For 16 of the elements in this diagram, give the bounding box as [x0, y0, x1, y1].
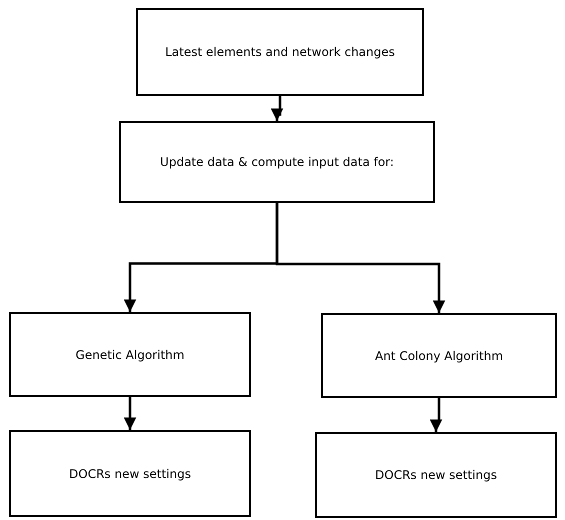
arrow: [430, 398, 442, 432]
process-box: [9, 430, 251, 517]
process-box: [321, 313, 557, 398]
box-label: Latest elements and network changes: [165, 45, 395, 59]
box-label: Genetic Algorithm: [76, 348, 184, 362]
box-label: Ant Colony Algorithm: [374, 348, 504, 362]
box-label: DOCRs new settings: [375, 468, 497, 482]
process-box: [315, 432, 557, 518]
process-box: [136, 8, 424, 96]
arrow: [270, 96, 284, 121]
process-box: [119, 121, 435, 203]
process-box: [9, 312, 251, 397]
box-label: DOCRs new settings: [69, 466, 191, 480]
arrow: [124, 397, 136, 430]
box-label: Update data & compute input data for:: [160, 155, 394, 169]
arrow: [276, 203, 446, 313]
